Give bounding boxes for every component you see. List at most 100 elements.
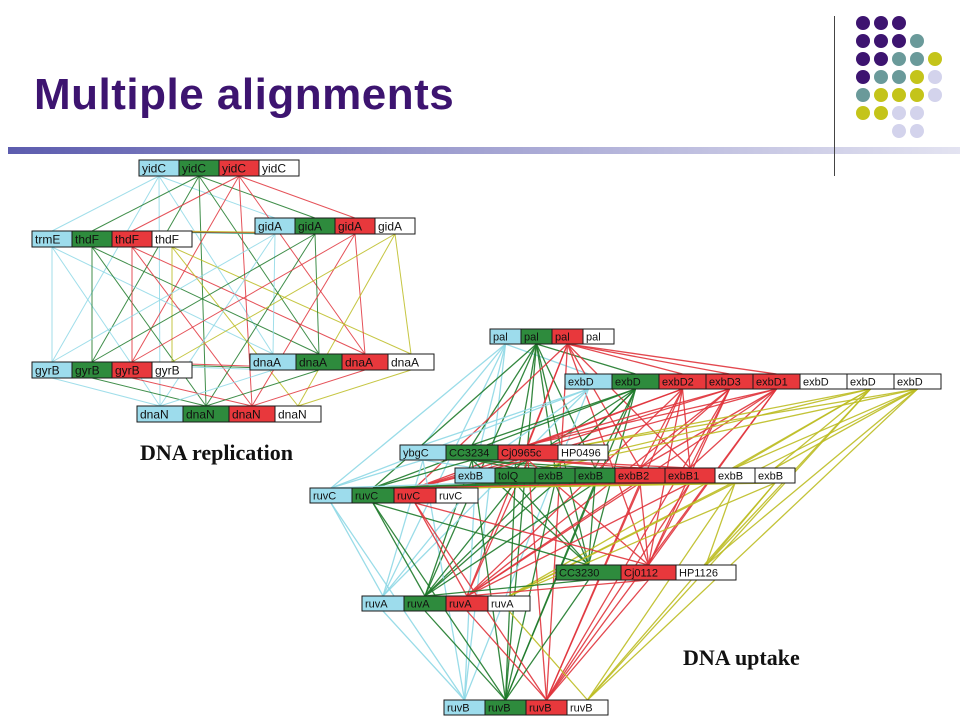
alignment-edge	[131, 246, 366, 355]
alignment-edge	[131, 175, 240, 363]
gene-box	[258, 159, 300, 177]
alignment-edge	[198, 175, 320, 355]
alignment-edge	[545, 482, 641, 701]
alignment-edge	[466, 388, 730, 597]
gene-label: ruvC	[397, 491, 420, 503]
gene-label: exbB	[458, 471, 483, 483]
alignment-edge	[527, 388, 777, 446]
gene-label: exbB	[758, 471, 783, 483]
alignment-edge	[554, 482, 590, 566]
title-underline	[8, 147, 960, 154]
alignment-edge	[372, 502, 589, 566]
alignment-edge	[508, 482, 776, 597]
alignment-edge	[424, 482, 596, 597]
gene-label: thdF	[75, 233, 99, 247]
gene-label: ybgC	[403, 448, 429, 460]
gene-label: gyrB	[75, 364, 100, 378]
alignment-edge	[705, 482, 736, 566]
alignment-edge	[205, 369, 320, 407]
gene-label: thdF	[155, 233, 179, 247]
alignment-edge	[394, 233, 412, 355]
gene-label: dnaA	[253, 356, 281, 370]
alignment-edge	[91, 175, 200, 363]
gene-label: exbB1	[668, 471, 699, 483]
gene-label: exbB	[578, 471, 603, 483]
alignment-edge	[504, 579, 590, 701]
alignment-edge	[158, 175, 276, 219]
alignment-edge	[205, 233, 316, 407]
alignment-edge	[774, 388, 918, 469]
gene-label: pal	[586, 332, 601, 344]
alignment-edge	[372, 482, 596, 489]
gene-label: gyrB	[115, 364, 140, 378]
gene-label: exbD2	[662, 377, 694, 389]
alignment-edge	[567, 343, 777, 375]
alignment-edge	[567, 343, 683, 375]
gene-label: HP0496	[561, 448, 601, 460]
alignment-edge	[91, 233, 316, 363]
gene-label: exbD	[803, 377, 829, 389]
alignment-edge	[545, 343, 569, 701]
alignment-edge	[587, 388, 918, 701]
gene-label: exbB2	[618, 471, 649, 483]
alignment-edge	[382, 388, 589, 597]
gene-label: trmE	[35, 233, 60, 247]
alignment-edge	[508, 610, 588, 701]
alignment-edge	[131, 175, 240, 232]
gene-box	[893, 373, 942, 390]
alignment-edge	[51, 175, 160, 232]
alignment-edge	[131, 246, 253, 407]
alignment-edge	[567, 343, 730, 375]
gene-box	[151, 230, 193, 248]
gene-label: gidA	[338, 220, 362, 234]
alignment-edge	[422, 343, 507, 446]
gene-label: yidC	[222, 162, 246, 176]
gene-label: tolQ	[498, 471, 519, 483]
alignment-edge	[422, 459, 476, 469]
alignment-edge	[330, 459, 424, 489]
gene-label: ruvA	[407, 599, 430, 611]
gene-label: ruvC	[439, 491, 462, 503]
gene-label: ruvB	[570, 703, 593, 715]
alignment-edge	[91, 175, 200, 232]
gene-label: dnaN	[186, 408, 215, 422]
alignment-edge	[51, 377, 161, 407]
alignment-edge	[466, 579, 649, 597]
gene-label: yidC	[262, 162, 286, 176]
gene-label: gidA	[298, 220, 322, 234]
gene-label: ruvC	[355, 491, 378, 503]
alignment-edge	[639, 482, 650, 566]
gene-box	[754, 467, 796, 484]
alignment-edge	[159, 233, 276, 407]
alignment-edge	[504, 343, 538, 701]
gene-label: dnaN	[278, 408, 307, 422]
alignment-edge	[466, 610, 547, 701]
alignment-edge	[471, 343, 538, 446]
gene-box	[151, 361, 193, 379]
gene-label: ruvB	[529, 703, 552, 715]
alignment-edge	[414, 502, 649, 566]
alignment-edge	[171, 233, 396, 363]
gene-label: pal	[555, 332, 570, 344]
alignment-edge	[466, 482, 691, 597]
alignment-edge	[372, 343, 537, 489]
gene-box	[487, 595, 531, 612]
gene-label: dnaA	[345, 356, 373, 370]
alignment-edge	[131, 233, 356, 363]
gene-label: ruvC	[313, 491, 336, 503]
gene-box	[582, 328, 615, 345]
alignment-edge	[251, 369, 366, 407]
gene-label: HP1126	[679, 568, 718, 580]
alignment-edge	[131, 377, 253, 407]
alignment-edge	[586, 482, 736, 701]
alignment-edge	[424, 482, 516, 597]
alignment-edge	[705, 388, 918, 566]
gene-label: gyrB	[35, 364, 60, 378]
alignment-edge	[536, 343, 636, 375]
alignment-edge	[545, 482, 691, 701]
alignment-edge	[382, 459, 424, 597]
alignment-edge	[466, 388, 683, 597]
alignment-edge	[414, 502, 468, 597]
gene-label: yidC	[182, 162, 206, 176]
